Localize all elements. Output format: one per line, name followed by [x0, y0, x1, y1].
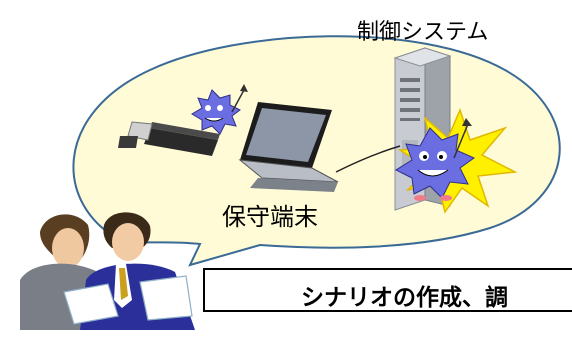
scenario-banner: シナリオの作成、調 — [203, 268, 572, 312]
label-control-system: 制御システム — [357, 20, 489, 45]
virus-icon — [394, 118, 476, 201]
connection-cable — [335, 145, 401, 173]
laptop-icon — [238, 102, 339, 192]
business-people-illustration — [20, 212, 195, 330]
banner-text: シナリオの作成、調 — [301, 285, 508, 311]
label-maintenance-terminal: 保守端末 — [222, 203, 318, 231]
virus-icon — [191, 84, 248, 135]
usb-stick-icon — [118, 121, 220, 156]
